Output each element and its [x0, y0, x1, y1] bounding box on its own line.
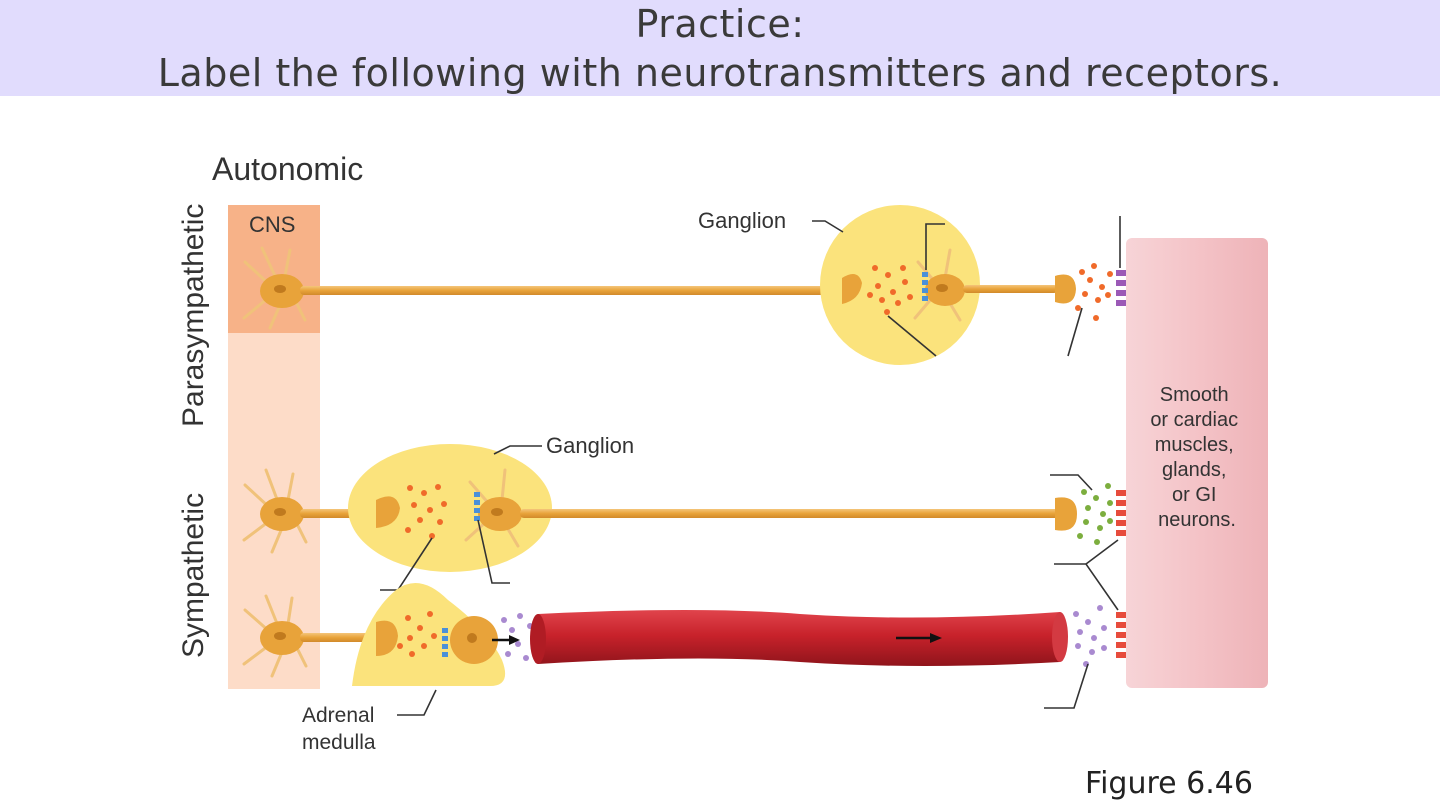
sympathetic-postganglionic-neuron [520, 497, 1077, 531]
cns-label: CNS [249, 212, 295, 237]
sympathetic-ganglion-label: Ganglion [493, 433, 634, 458]
adrenal-medulla [352, 582, 533, 686]
sympathetic-ganglion [348, 444, 552, 591]
sympathetic-label: Sympathetic [177, 493, 210, 658]
blood-vessel [530, 610, 1068, 666]
parasympathetic-ganglion-label: Ganglion [698, 208, 844, 233]
adrenal-neuroeffector-junction [1044, 605, 1129, 709]
header-banner: Practice: Label the following with neuro… [0, 0, 1440, 96]
effector-organ: Smooth or cardiac muscles, glands, or GI… [1126, 238, 1268, 688]
parasympathetic-neuroeffector-junction [1067, 216, 1129, 357]
parasympathetic-label: Parasympathetic [177, 204, 210, 427]
effector-label: Smooth or cardiac muscles, glands, or GI… [1150, 384, 1243, 531]
svg-text:Adrenal: Adrenal [302, 704, 374, 727]
sympathetic-neuroeffector-junction [1050, 474, 1129, 611]
parasympathetic-preganglionic-neuron [242, 246, 845, 330]
figure-caption: Figure 6.46 [1085, 766, 1253, 801]
svg-text:Ganglion: Ganglion [546, 433, 634, 458]
adrenal-preganglionic-neuron [242, 594, 382, 678]
adrenal-medulla-label: Adrenal medulla [302, 689, 437, 754]
autonomic-title: Autonomic [212, 151, 363, 187]
svg-text:Ganglion: Ganglion [698, 208, 786, 233]
parasympathetic-ganglion [820, 205, 1076, 365]
header-instruction: Label the following with neurotransmitte… [157, 51, 1283, 95]
svg-text:medulla: medulla [302, 731, 376, 754]
header-title: Practice: [635, 2, 805, 46]
cns-region-upper [228, 205, 320, 333]
